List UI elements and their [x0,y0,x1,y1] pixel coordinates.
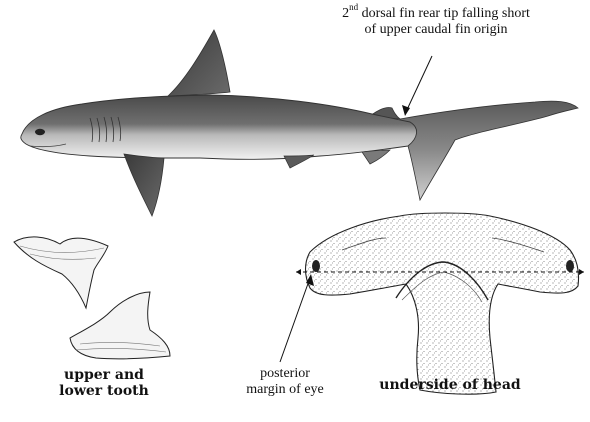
dorsal-fin-ordinal-suffix: nd [349,2,358,12]
shark-eye [35,129,45,135]
head-caption: underside of head [350,378,550,394]
dorsal-fin-annotation: 2nd dorsal fin rear tip falling short of… [300,6,572,37]
left-eye [312,260,320,272]
eye-annotation-line2: margin of eye [222,382,348,398]
shark-side-view [21,30,578,216]
first-dorsal-fin [168,30,230,96]
right-eye [566,260,574,272]
dorsal-fin-annotation-line1-rest: dorsal fin rear tip falling short [358,6,530,21]
eye-annotation-arrow [280,274,314,362]
teeth-illustration [14,237,170,359]
caudal-fin [400,101,578,200]
dorsal-fin-annotation-arrow [402,56,432,116]
eye-annotation: posterior margin of eye [222,366,348,397]
head-caption-text: underside of head [379,377,520,393]
teeth-caption: upper and lower tooth [40,368,168,399]
dorsal-fin-annotation-line1: 2nd dorsal fin rear tip falling short [300,6,572,22]
teeth-caption-line1: upper and [40,368,168,384]
anal-fin [362,150,390,164]
upper-tooth [14,237,108,308]
shark-body [21,95,417,159]
pelvic-fin [284,155,314,168]
eye-annotation-line1: posterior [222,366,348,382]
teeth-caption-line2: lower tooth [40,384,168,400]
dorsal-fin-annotation-line2: of upper caudal fin origin [300,22,572,38]
pectoral-fin [124,154,164,216]
